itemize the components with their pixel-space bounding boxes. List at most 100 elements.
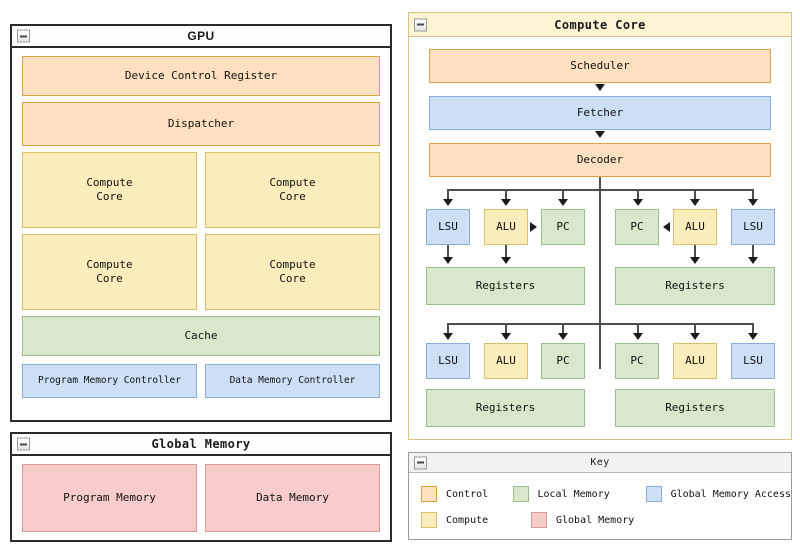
key-label-control: Control — [446, 488, 489, 500]
row1-left-alu-to-reg-line — [505, 245, 507, 259]
row2-right-registers-box[interactable]: Registers — [615, 389, 775, 427]
key-label-global-memory-access: Global Memory Access — [670, 488, 791, 500]
row2-bus-drop-1 — [447, 323, 449, 335]
row2-arrow-pc-right — [633, 333, 643, 340]
compute-core-box-4[interactable]: Compute Core — [205, 234, 380, 310]
minus-icon[interactable] — [17, 29, 30, 43]
key-item-global-memory: Global Memory — [531, 512, 691, 528]
row1-right-lsu-to-reg-arrow — [748, 257, 758, 264]
row1-arrow-lsu-right — [748, 199, 758, 206]
swatch-local-memory-icon — [512, 486, 529, 502]
row2-arrow-alu-left — [501, 333, 511, 340]
compute-core-panel-header: Compute Core — [409, 13, 791, 37]
row1-arrow-pc-left — [558, 199, 568, 206]
row1-right-alu-to-reg-arrow — [690, 257, 700, 264]
row1-left-lsu-box[interactable]: LSU — [426, 209, 470, 245]
row2-arrow-lsu-left — [443, 333, 453, 340]
row1-right-pc-box[interactable]: PC — [615, 209, 659, 245]
swatch-control-icon — [421, 486, 437, 502]
row2-left-lsu-box[interactable]: LSU — [426, 343, 470, 379]
key-label-global-memory: Global Memory — [556, 514, 635, 526]
row2-arrow-pc-left — [558, 333, 568, 340]
key-panel-body: Control Local Memory Global Memory Acces… — [409, 473, 791, 533]
row1-left-alu-to-reg-arrow — [501, 257, 511, 264]
key-panel: Key Control Local Memory Global Memory A… — [408, 452, 792, 540]
key-item-compute: Compute — [421, 512, 531, 528]
row1-left-pc-box[interactable]: PC — [541, 209, 585, 245]
cache-box[interactable]: Cache — [22, 316, 380, 356]
row1-arrow-lsu-left — [443, 199, 453, 206]
row2-bus-drop-5 — [694, 323, 696, 335]
key-item-control: Control — [421, 486, 513, 502]
gpu-panel-body: Device Control Register Dispatcher Compu… — [12, 48, 390, 420]
row1-arrow-alu-left — [501, 199, 511, 206]
data-memory-box[interactable]: Data Memory — [205, 464, 380, 532]
key-panel-title: Key — [590, 457, 610, 468]
gpu-panel: GPU Device Control Register Dispatcher C… — [10, 24, 392, 422]
decoder-spine-line — [599, 177, 601, 369]
row2-bus-drop-6 — [752, 323, 754, 335]
row2-right-alu-box[interactable]: ALU — [673, 343, 717, 379]
row2-arrow-alu-right — [690, 333, 700, 340]
row2-right-pc-box[interactable]: PC — [615, 343, 659, 379]
swatch-global-memory-icon — [531, 512, 547, 528]
row2-bus-line — [447, 323, 752, 325]
dispatcher-box[interactable]: Dispatcher — [22, 102, 380, 146]
data-memory-controller-box[interactable]: Data Memory Controller — [205, 364, 380, 398]
key-panel-header: Key — [409, 453, 791, 473]
row1-arrow-alu-right — [690, 199, 700, 206]
key-item-global-memory-access: Global Memory Access — [645, 486, 791, 502]
row1-left-alu-box[interactable]: ALU — [484, 209, 528, 245]
global-memory-panel-header: Global Memory — [12, 434, 390, 456]
row2-left-alu-box[interactable]: ALU — [484, 343, 528, 379]
device-control-register-box[interactable]: Device Control Register — [22, 56, 380, 96]
compute-core-panel: Compute Core Scheduler Fetcher Decoder — [408, 12, 792, 440]
row2-bus-drop-2 — [505, 323, 507, 335]
gpu-panel-header: GPU — [12, 26, 390, 48]
row2-right-lsu-box[interactable]: LSU — [731, 343, 775, 379]
row1-bus-drop-1 — [447, 189, 449, 201]
decoder-box[interactable]: Decoder — [429, 143, 771, 177]
row1-right-alu-to-pc-arrow — [663, 222, 670, 232]
minus-icon[interactable] — [17, 437, 30, 451]
key-label-local-memory: Local Memory — [537, 488, 610, 500]
row1-right-alu-box[interactable]: ALU — [673, 209, 717, 245]
minus-icon[interactable] — [414, 18, 427, 31]
global-memory-panel-body: Program Memory Data Memory — [12, 456, 390, 540]
key-row-1: Control Local Memory Global Memory Acces… — [421, 481, 791, 507]
row2-bus-drop-4 — [637, 323, 639, 335]
row1-bus-drop-6 — [752, 189, 754, 201]
row2-left-pc-box[interactable]: PC — [541, 343, 585, 379]
row1-left-lsu-to-reg-line — [447, 245, 449, 259]
row1-left-registers-box[interactable]: Registers — [426, 267, 585, 305]
compute-core-box-1[interactable]: Compute Core — [22, 152, 197, 228]
global-memory-panel: Global Memory Program Memory Data Memory — [10, 432, 392, 542]
fetcher-box[interactable]: Fetcher — [429, 96, 771, 130]
row2-left-registers-box[interactable]: Registers — [426, 389, 585, 427]
minus-icon[interactable] — [414, 456, 427, 469]
row1-right-registers-box[interactable]: Registers — [615, 267, 775, 305]
compute-core-panel-title: Compute Core — [554, 17, 646, 32]
row1-bus-line — [447, 189, 752, 191]
row1-bus-drop-3 — [562, 189, 564, 201]
compute-core-box-2[interactable]: Compute Core — [205, 152, 380, 228]
row1-bus-drop-4 — [637, 189, 639, 201]
row2-bus-drop-3 — [562, 323, 564, 335]
compute-core-box-3[interactable]: Compute Core — [22, 234, 197, 310]
row2-arrow-lsu-right — [748, 333, 758, 340]
program-memory-box[interactable]: Program Memory — [22, 464, 197, 532]
row1-right-lsu-box[interactable]: LSU — [731, 209, 775, 245]
scheduler-to-fetcher-arrow — [595, 84, 605, 91]
compute-core-panel-body: Scheduler Fetcher Decoder LSU ALU — [409, 37, 791, 439]
program-memory-controller-box[interactable]: Program Memory Controller — [22, 364, 197, 398]
swatch-global-memory-access-icon — [645, 486, 662, 502]
key-item-local-memory: Local Memory — [512, 486, 646, 502]
row1-left-alu-to-pc-arrow — [530, 222, 537, 232]
row1-bus-drop-5 — [694, 189, 696, 201]
row1-bus-drop-2 — [505, 189, 507, 201]
scheduler-box[interactable]: Scheduler — [429, 49, 771, 83]
global-memory-panel-title: Global Memory — [151, 437, 251, 451]
key-label-compute: Compute — [446, 514, 489, 526]
row1-right-lsu-to-reg-line — [752, 245, 754, 259]
